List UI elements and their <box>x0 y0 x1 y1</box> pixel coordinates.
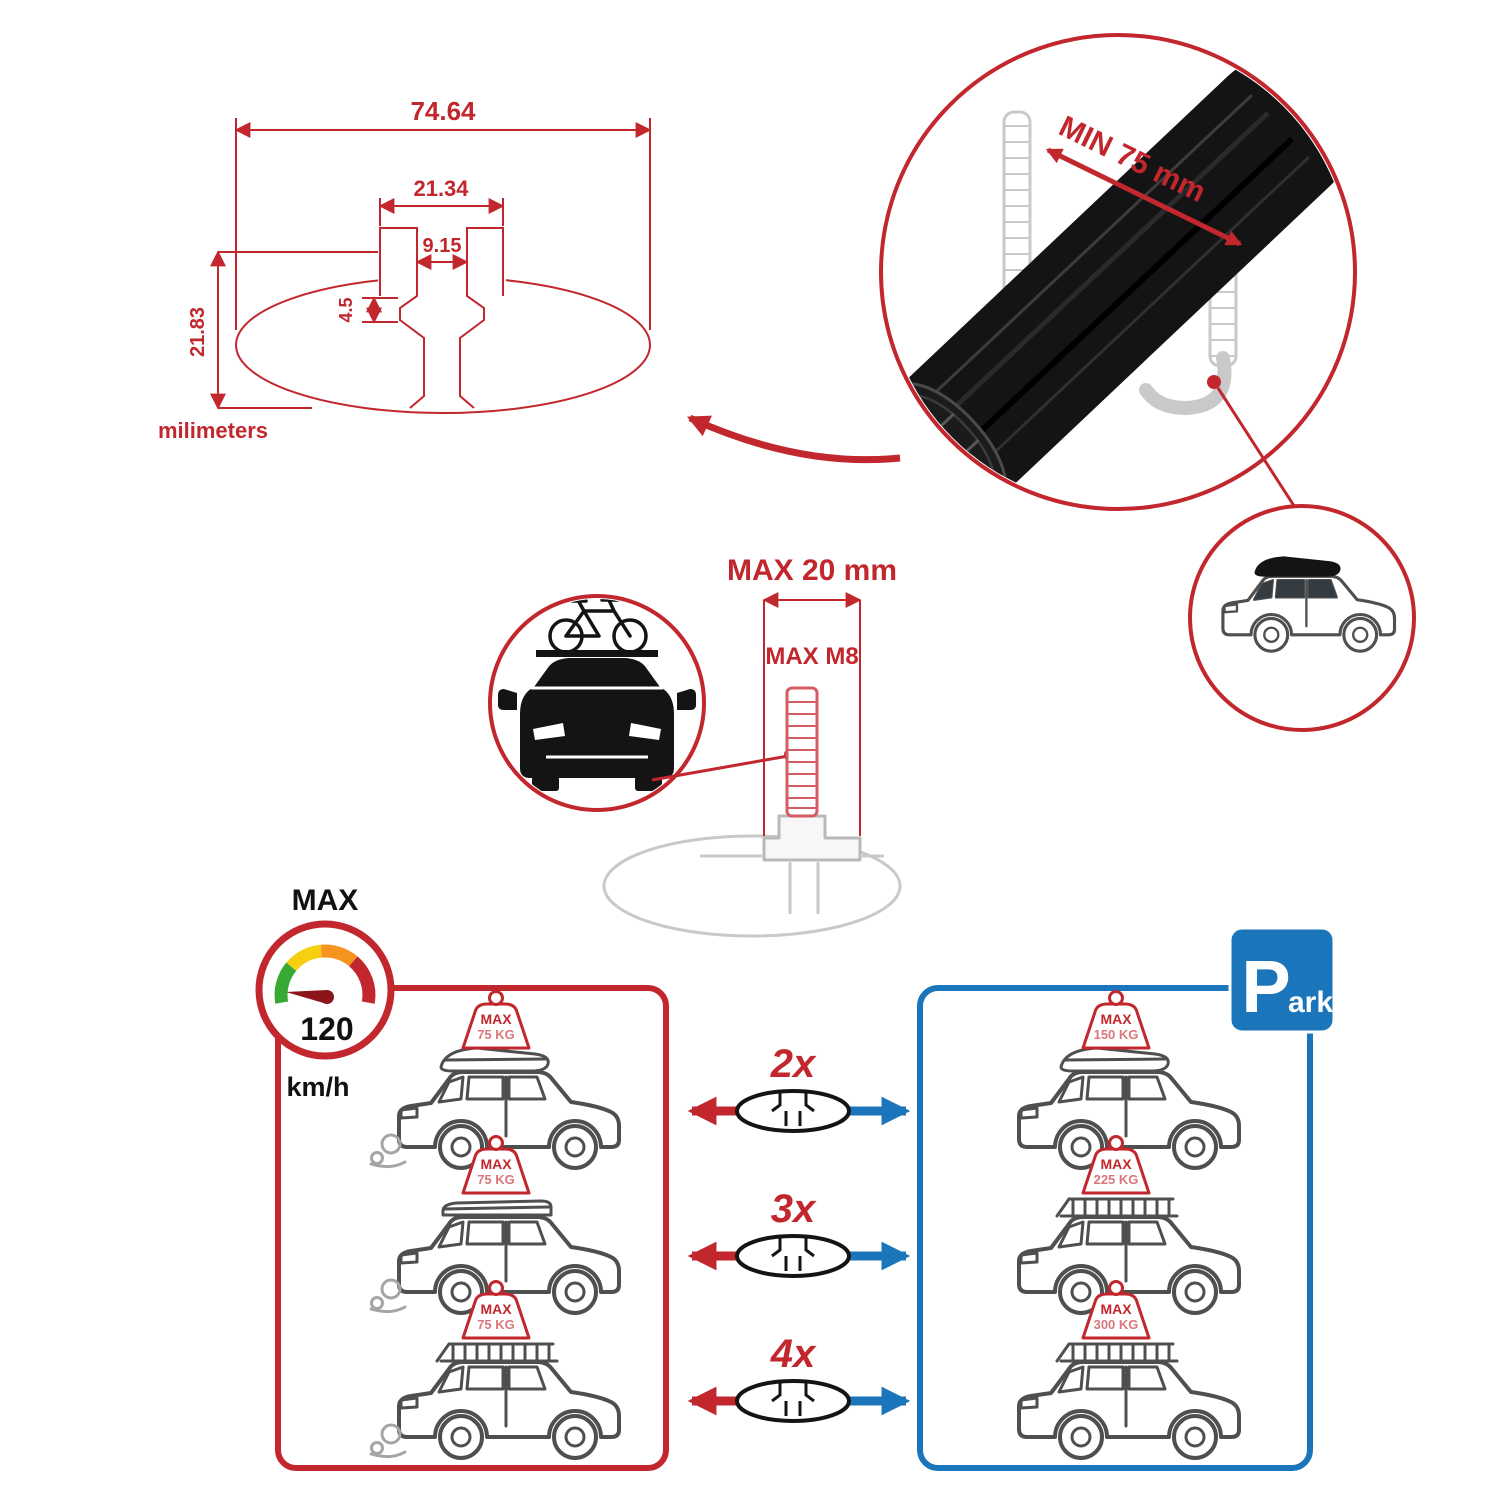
tag-max: MAX <box>480 1011 512 1027</box>
dim-max-width: MAX 20 mm <box>727 554 897 836</box>
speed-value: 120 <box>300 1011 353 1047</box>
pointer-arrow-to-profile <box>686 414 901 464</box>
tag-load: 225 KG <box>1094 1172 1139 1187</box>
gauge-needle <box>286 990 327 1004</box>
max-width-label: MAX 20 mm <box>727 554 897 587</box>
crossbar-section-icon-2 <box>735 1234 851 1278</box>
dim-total-height: 21.83 <box>187 250 378 410</box>
speed-unit: km/h <box>286 1072 349 1102</box>
dim-total-width: 74.64 <box>234 96 652 330</box>
t-slot-nut <box>762 814 862 862</box>
headlight-right <box>629 723 661 740</box>
unit-label: milimeters <box>158 418 268 443</box>
crossbar-section-icon-1 <box>735 1089 851 1133</box>
exhaust-swirl <box>369 1278 407 1314</box>
load-tag: MAX 300 KG <box>1081 1280 1151 1340</box>
speed-limit-badge: MAX 120 km/h <box>255 884 395 1102</box>
tag-load: 300 KG <box>1094 1317 1139 1332</box>
speed-max-label: MAX <box>292 884 359 917</box>
roof-cargo-box <box>1254 556 1341 577</box>
vehicle-detail <box>1188 504 1416 732</box>
max-thread-label: MAX M8 <box>765 643 858 670</box>
car-parked-2: MAX 225 KG <box>1017 1135 1241 1315</box>
dim-slot-width-value: 9.15 <box>423 235 462 257</box>
car-driving-2: MAX 75 KG <box>369 1135 621 1315</box>
dimension-diagram: 74.64 21.34 9.15 4.5 21.83 milimeters <box>158 96 652 443</box>
car-driving-1: MAX 75 KG <box>369 990 621 1170</box>
multiplier-label-3: 4x <box>770 1332 817 1376</box>
dim-total-height-value: 21.83 <box>187 307 209 357</box>
dim-slot-depth: 4.5 <box>336 296 398 324</box>
car-parked-3: MAX 300 KG <box>1017 1280 1241 1460</box>
multiplier-row-3: 4x <box>687 1332 911 1423</box>
cross-section-profile <box>379 227 504 409</box>
multiplier-label-1: 2x <box>770 1042 817 1086</box>
tag-load: 75 KG <box>477 1172 515 1187</box>
crossbar-section-icon-3 <box>735 1379 851 1423</box>
load-tag: MAX 75 KG <box>461 1280 531 1340</box>
multiplier-label-2: 3x <box>771 1187 817 1231</box>
load-tag: MAX 75 KG <box>461 1135 531 1195</box>
load-tag: MAX 75 KG <box>461 990 531 1050</box>
exhaust-swirl <box>369 1423 407 1459</box>
cross-section-ghost <box>602 834 902 938</box>
multiplier-row-2: 3x <box>687 1187 911 1278</box>
dark-windows <box>1254 580 1337 600</box>
tag-max: MAX <box>480 1156 512 1172</box>
dim-channel-width-value: 21.34 <box>413 176 469 201</box>
bolt-connector <box>651 754 789 782</box>
mount-bolt-diagram: MAX 20 mm MAX M8 <box>488 554 902 938</box>
dim-slot-depth-value: 4.5 <box>336 297 356 322</box>
roof-rack-bar <box>536 650 658 657</box>
gauge-arcs <box>274 944 376 1004</box>
load-tag: MAX 225 KG <box>1081 1135 1151 1195</box>
multiplier-row-1: 2x <box>687 1042 911 1133</box>
suv-roofbox-illustration <box>1221 556 1397 653</box>
tag-max: MAX <box>1100 1301 1132 1317</box>
dim-total-width-value: 74.64 <box>410 96 476 126</box>
park-letter: P <box>1241 945 1290 1028</box>
tag-max: MAX <box>1100 1156 1132 1172</box>
pointer-dot <box>1207 375 1221 389</box>
tag-max: MAX <box>1100 1011 1132 1027</box>
detail-circle-ring <box>879 33 1357 511</box>
car-parked-1: MAX 150 KG <box>1017 990 1241 1170</box>
dim-slot-width: 9.15 <box>415 235 469 270</box>
park-sign: P ark <box>1228 926 1336 1034</box>
tag-max: MAX <box>480 1301 512 1317</box>
load-tag: MAX 150 KG <box>1081 990 1151 1050</box>
headlight-left <box>533 723 565 740</box>
tag-load: 150 KG <box>1094 1027 1139 1042</box>
connector-to-vehicle <box>1216 387 1300 513</box>
dim-channel-width: 21.34 <box>378 176 505 226</box>
tag-load: 75 KG <box>477 1317 515 1332</box>
crossbar-detail: MIN 75 mm <box>686 33 1357 513</box>
car-driving-3: MAX 75 KG <box>369 1280 621 1460</box>
gauge-hub <box>320 990 334 1004</box>
u-bolt-ghost <box>1002 110 1238 416</box>
car-front-icon <box>498 650 696 791</box>
bolt-screw <box>785 686 819 818</box>
park-suffix: ark <box>1288 986 1333 1019</box>
exhaust-swirl <box>369 1133 407 1169</box>
profile-mask <box>378 268 506 302</box>
tag-load: 75 KG <box>477 1027 515 1042</box>
